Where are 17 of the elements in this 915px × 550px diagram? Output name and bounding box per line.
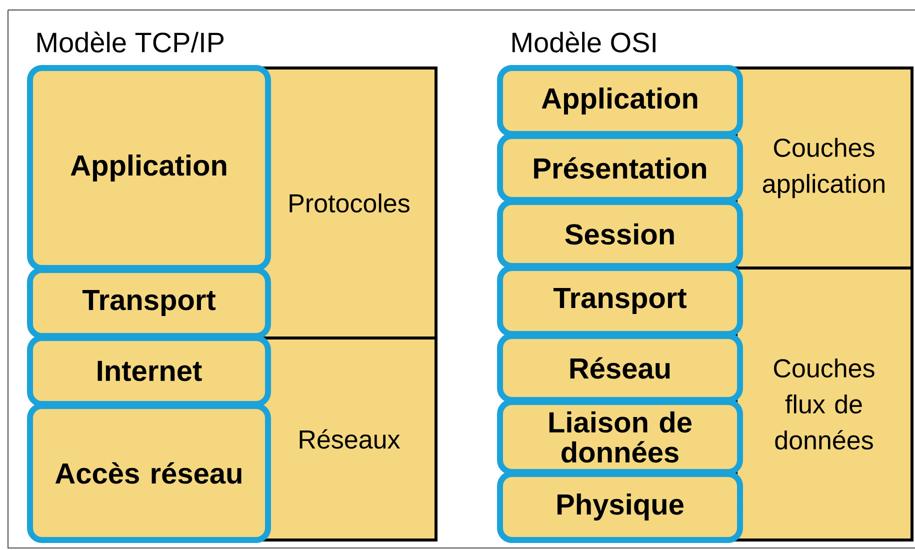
group-box: Réseaux bbox=[260, 336, 438, 542]
layer-box: Présentation bbox=[497, 133, 743, 203]
layer-box: Réseau bbox=[497, 333, 743, 403]
layer-box: Application bbox=[497, 65, 743, 137]
layer-box: Internet bbox=[27, 335, 271, 407]
layer-box: Liaison de données bbox=[497, 399, 743, 475]
layer-box: Session bbox=[497, 199, 743, 269]
layer-box: Transport bbox=[497, 265, 743, 337]
layer-box: Transport bbox=[27, 267, 271, 339]
layer-box: Physique bbox=[497, 471, 743, 543]
group-box: Couches application bbox=[734, 66, 914, 270]
model-heading: Modèle TCP/IP bbox=[38, 32, 224, 52]
group-box: Couches flux de données bbox=[734, 266, 914, 542]
layer-box: Application bbox=[27, 65, 271, 271]
layer-box: Accès réseau bbox=[27, 403, 271, 543]
model-heading: Modèle OSI bbox=[512, 32, 656, 52]
group-box: Protocoles bbox=[260, 66, 438, 340]
